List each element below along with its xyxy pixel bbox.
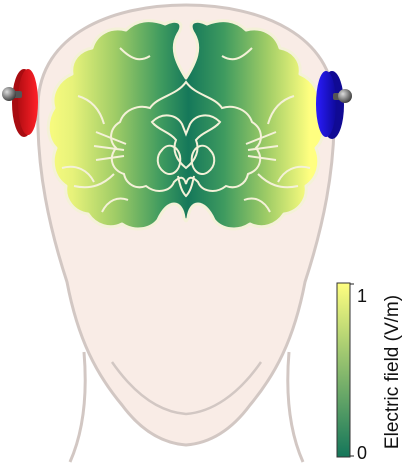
neck-left	[70, 352, 85, 462]
left-electrode-knob	[2, 87, 16, 101]
left-electrode	[2, 69, 38, 137]
colorbar-min-label: 0	[357, 443, 367, 463]
colorbar-title: Electric field (V/m)	[382, 295, 403, 449]
right-electrode-knob	[338, 89, 352, 103]
neck-right	[288, 352, 303, 462]
left-electrode-face	[18, 69, 38, 135]
colorbar-gradient	[337, 283, 350, 457]
right-electrode-face	[316, 71, 336, 137]
right-electrode	[316, 71, 352, 139]
colorbar: 1 0 Electric field (V/m)	[337, 283, 403, 463]
colorbar-max-label: 1	[357, 286, 367, 306]
